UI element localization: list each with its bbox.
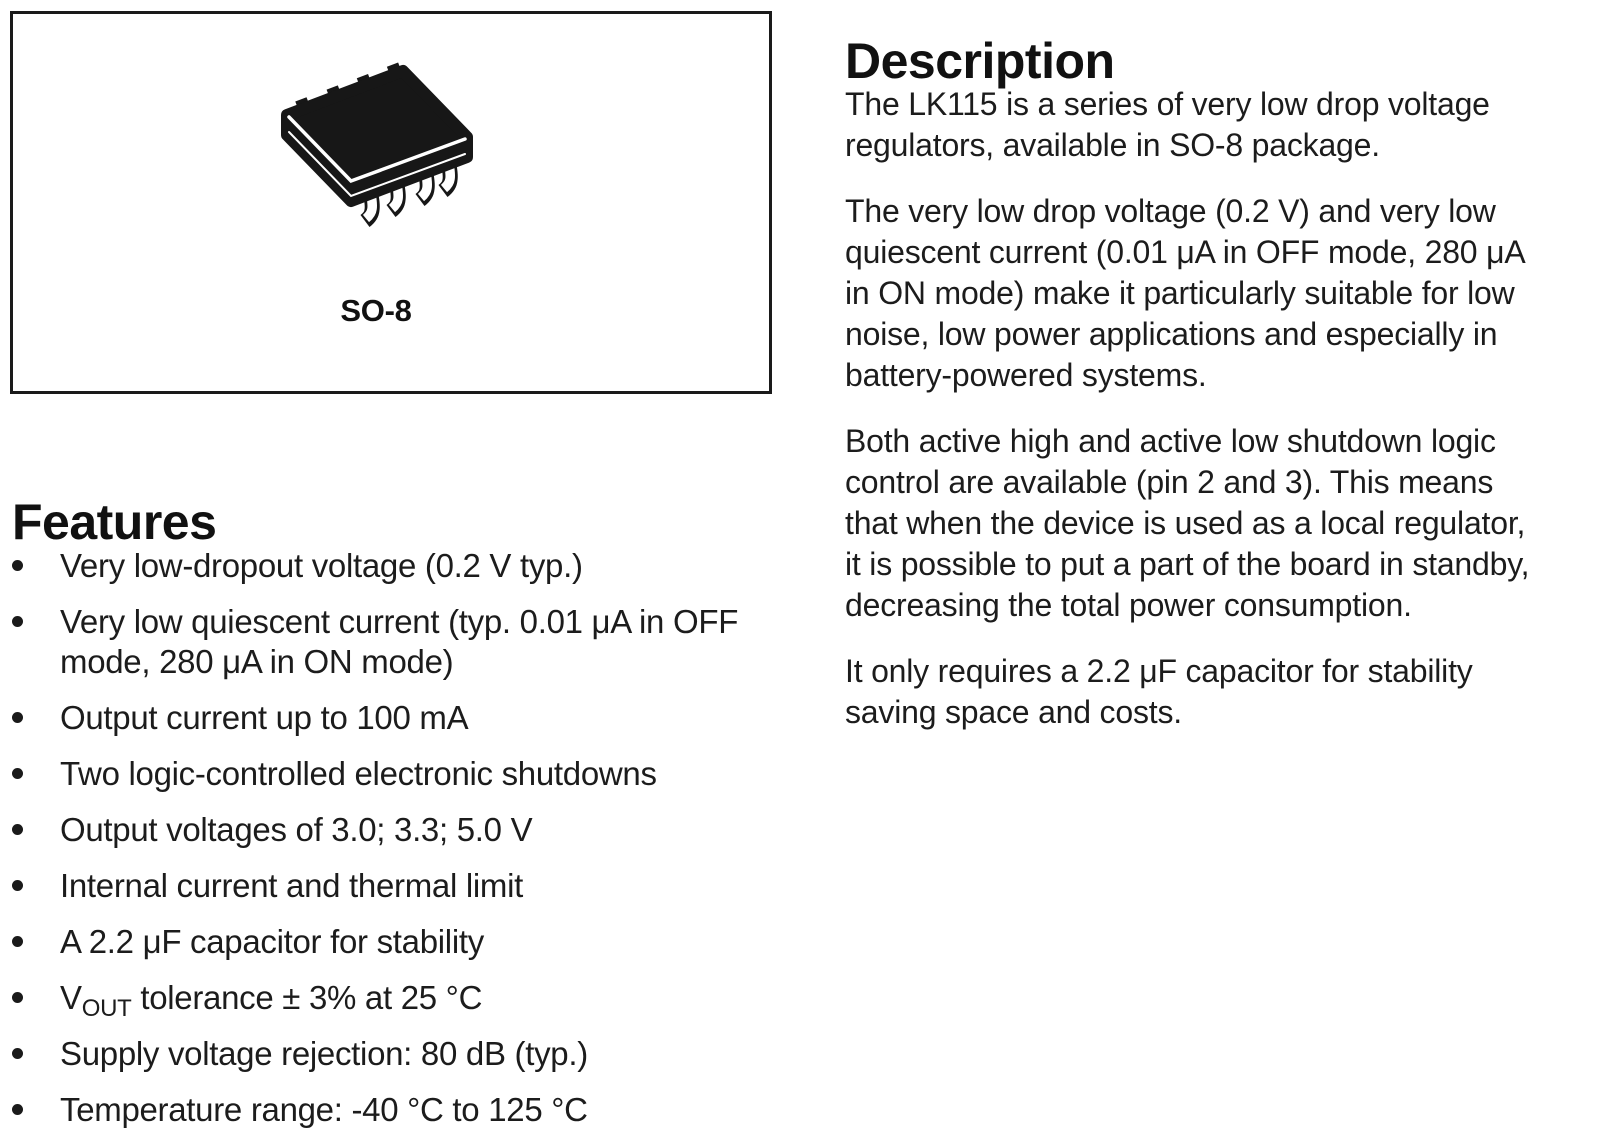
bullet-icon [12,616,23,627]
package-label: SO-8 [340,293,412,328]
feature-text: Internal current and thermal limit [60,867,523,904]
vout-text: tolerance ± 3% at 25 °C [131,979,483,1016]
bullet-icon [12,560,23,571]
description-paragraph: It only requires a 2.2 μF capacitor for … [845,653,1473,730]
vout-subscript: OUT [81,995,132,1022]
bullet-icon [12,992,23,1003]
bullet-icon [12,1048,23,1059]
feature-item: A 2.2 μF capacitor for stability [12,922,738,962]
feature-text: Temperature range: -40 °C to 125 °C [60,1091,588,1128]
bullet-icon [12,824,23,835]
feature-item: Internal current and thermal limit [12,866,738,906]
bullet-icon [12,1104,23,1115]
package-panel: SO-8 [10,11,772,394]
feature-item: Supply voltage rejection: 80 dB (typ.) [12,1034,738,1074]
feature-item: Output current up to 100 mA [12,698,738,738]
chip-body [281,65,473,207]
bullet-icon [12,880,23,891]
feature-item: Two logic-controlled electronic shutdown… [12,754,738,794]
description-paragraph: The very low drop voltage (0.2 V) and ve… [845,193,1526,393]
feature-text: Output voltages of 3.0; 3.3; 5.0 V [60,811,533,848]
feature-item: Temperature range: -40 °C to 125 °C [12,1090,738,1130]
feature-text: VOUT tolerance ± 3% at 25 °C [60,979,483,1021]
feature-text: Supply voltage rejection: 80 dB (typ.) [60,1035,588,1072]
feature-text: Very low-dropout voltage (0.2 V typ.) [60,547,583,584]
description-column: The LK115 is a series of very low drop v… [845,84,1530,758]
features-list: Very low-dropout voltage (0.2 V typ.) Ve… [12,546,738,1146]
feature-text: A 2.2 μF capacitor for stability [60,923,484,960]
feature-item-vout: VOUT tolerance ± 3% at 25 °C [12,978,738,1021]
description-paragraph: The LK115 is a series of very low drop v… [845,86,1490,163]
feature-item: Output voltages of 3.0; 3.3; 5.0 V [12,810,738,850]
features-heading: Features [12,493,217,550]
feature-item: Very low-dropout voltage (0.2 V typ.) [12,546,738,586]
feature-item: Very low quiescent current (typ. 0.01 μA… [12,602,738,682]
so8-chip-icon [281,62,473,227]
description-heading: Description [845,32,1115,89]
bullet-icon [12,712,23,723]
feature-text: Two logic-controlled electronic shutdown… [60,755,657,792]
feature-text: Output current up to 100 mA [60,699,469,736]
vout-symbol: V [60,979,82,1016]
feature-text: Very low quiescent current (typ. 0.01 μA… [60,603,739,680]
description-paragraph: Both active high and active low shutdown… [845,423,1530,623]
bullet-icon [12,768,23,779]
bullet-icon [12,936,23,947]
